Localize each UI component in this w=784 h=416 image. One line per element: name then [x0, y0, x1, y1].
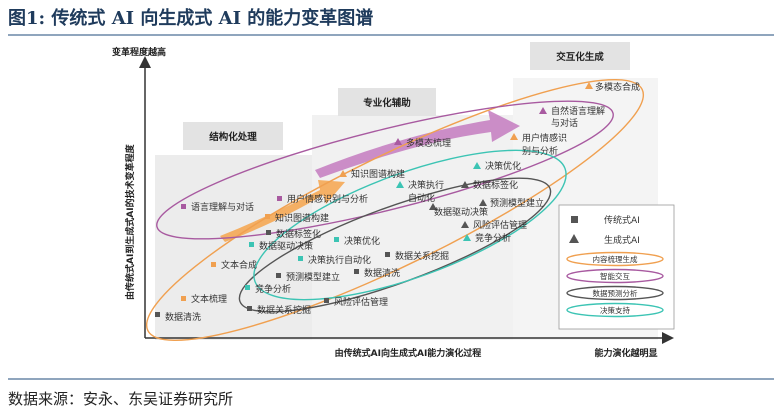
traditional-marker: [385, 252, 390, 257]
item-nlu-a: 自然语言理解: [551, 105, 605, 117]
stage-header-professional: 专业化辅助: [363, 97, 411, 109]
item-nlu-b: 与对话: [551, 117, 578, 129]
generative-marker: [394, 138, 402, 145]
traditional-marker: [276, 273, 281, 278]
item-data-driven-2: 数据驱动决策: [434, 206, 488, 218]
figure-title: 图1: 传统式 AI 向生成式 AI 的能力变革图谱: [8, 4, 774, 36]
item-user-emotion-2b: 别与分析: [522, 145, 558, 157]
traditional-marker: [298, 256, 303, 261]
traditional-marker: [265, 214, 270, 219]
traditional-marker: [181, 296, 186, 301]
item-user-emotion-2a: 用户情感识: [522, 132, 567, 144]
item-data-relation-1: 数据关系挖掘: [257, 304, 311, 316]
item-decision-opt-1: 决策优化: [344, 235, 380, 247]
traditional-marker: [354, 269, 359, 274]
legend: 传统式AI 生成式AI 内容梳理生成 智能交互 数据预测分析 决策支持: [558, 204, 675, 330]
generative-marker: [339, 170, 347, 177]
item-multimodal-1: 多模态梳理: [406, 137, 451, 149]
item-knowledge-graph-2: 知识图谱构建: [351, 168, 405, 180]
item-knowledge-graph-1: 知识图谱构建: [275, 212, 329, 224]
item-decision-exec-1: 决策执行自动化: [308, 254, 371, 266]
item-data-labeling-1: 数据标签化: [276, 228, 321, 240]
item-predictive-1: 预测模型建立: [286, 271, 340, 283]
legend-decision: 决策支持: [600, 305, 630, 315]
source-note: 数据来源：安永、东吴证券研究所: [8, 378, 774, 409]
item-text-summary: 文本梳理: [191, 293, 227, 305]
legend-smart-swatch: [566, 268, 664, 284]
x-axis-label: 由传统式AI向生成式AI能力演化过程: [335, 347, 482, 359]
generative-marker: [429, 203, 437, 210]
smart-trajectory: [156, 100, 614, 240]
traditional-marker: [324, 298, 329, 303]
legend-generative: 生成式AI: [604, 234, 640, 246]
item-user-emotion-1: 用户情感识别与分析: [287, 193, 368, 205]
purple-evolution-arrow: [315, 110, 520, 178]
x-axis-end-label: 能力演化越明显: [594, 347, 657, 359]
item-multimodal-2: 多模态合成: [595, 81, 640, 93]
traditional-marker: [247, 306, 252, 311]
legend-content-swatch: [566, 251, 664, 267]
legend-predict-swatch: [566, 285, 664, 301]
generative-marker: [396, 181, 404, 188]
traditional-marker: [277, 196, 282, 201]
generative-marker: [510, 133, 518, 140]
legend-traditional: 传统式AI: [604, 214, 640, 226]
item-data-driven-1: 数据驱动决策: [259, 240, 313, 252]
legend-smart: 智能交互: [600, 271, 630, 281]
generative-marker: [585, 82, 593, 89]
stage-header-interactive: 交互化生成: [556, 51, 604, 63]
generative-marker: [463, 234, 471, 241]
item-decision-exec-2a: 决策执行: [408, 179, 444, 191]
item-risk-2: 风险评估管理: [473, 219, 527, 231]
legend-content: 内容梳理生成: [593, 254, 638, 264]
item-data-cleaning: 数据清洗: [165, 311, 201, 323]
stage-header-professional-box: [338, 88, 436, 116]
item-competitive-1: 竞争分析: [255, 283, 291, 295]
content-trajectory: [145, 79, 645, 341]
generative-marker: [461, 221, 469, 228]
traditional-marker: [155, 312, 160, 317]
stage-header-structured: 结构化处理: [208, 131, 257, 143]
item-language-dialog: 语言理解与对话: [191, 201, 254, 213]
item-competitive-2: 竞争分析: [475, 232, 511, 244]
stage-header-structured-box: [183, 122, 283, 150]
item-data-cleaning-2: 数据清洗: [364, 267, 400, 279]
stage-header-interactive-box: [530, 42, 630, 70]
legend-decision-swatch: [566, 302, 664, 318]
traditional-marker: [245, 285, 250, 290]
traditional-marker: [181, 204, 186, 209]
legend-traditional-swatch: [571, 216, 578, 223]
traditional-marker: [334, 237, 339, 242]
item-predictive-2: 预测模型建立: [490, 197, 544, 209]
item-data-labeling-2: 数据标签化: [473, 179, 518, 191]
capability-map-diagram: 结构化处理 专业化辅助 交互化生成 变革程度越高 由传统式AI到生成式AI的技术…: [112, 42, 675, 359]
legend-generative-swatch: [569, 234, 579, 243]
traditional-marker: [249, 242, 254, 247]
item-risk-1: 风险评估管理: [334, 296, 388, 308]
traditional-marker: [266, 230, 271, 235]
generative-marker: [539, 107, 547, 114]
y-axis-side-label: 由传统式AI到生成式AI的技术变革程度: [124, 143, 136, 300]
item-data-relation-2: 数据关系挖掘: [395, 250, 449, 262]
generative-marker: [473, 162, 481, 169]
y-axis-label: 变革程度越高: [112, 46, 166, 58]
decision-trajectory: [253, 149, 567, 301]
stage-block-professional: [312, 115, 527, 340]
item-decision-opt-2: 决策优化: [485, 160, 521, 172]
generative-marker: [461, 181, 469, 188]
item-decision-exec-2b: 自动化: [408, 192, 435, 204]
generative-marker: [479, 199, 487, 206]
legend-predict: 数据预测分析: [593, 288, 638, 298]
item-text-synthesis: 文本合成: [221, 259, 257, 271]
traditional-marker: [211, 262, 216, 267]
